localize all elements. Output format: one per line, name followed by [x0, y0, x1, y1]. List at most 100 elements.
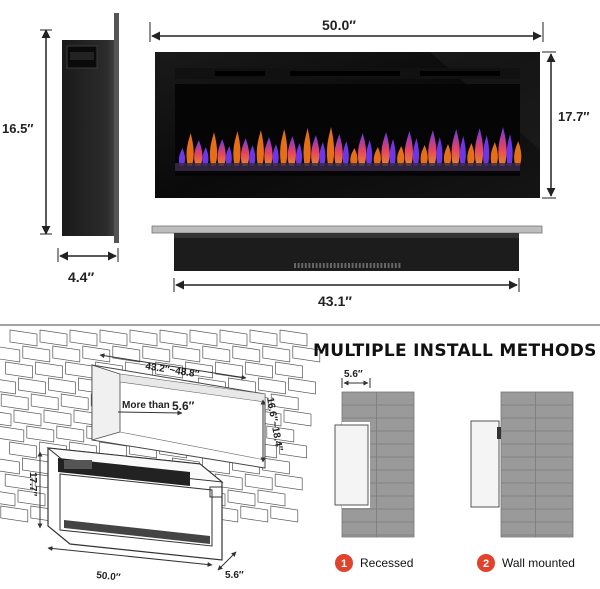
- brick: [82, 345, 111, 363]
- brick: [244, 473, 273, 491]
- brick: [262, 457, 290, 475]
- brick: [22, 345, 51, 363]
- depth-note-leader: [117, 410, 183, 416]
- flame: [381, 132, 390, 166]
- opening-left-wall: [91, 364, 121, 441]
- brick: [0, 346, 21, 363]
- flame: [498, 127, 507, 166]
- vent-slot: [312, 263, 314, 268]
- badge-2-icon: [477, 554, 495, 572]
- brick: [99, 329, 128, 347]
- brick: [52, 345, 81, 363]
- brick: [69, 329, 98, 347]
- brick: [275, 361, 303, 379]
- vent-slot: [304, 263, 307, 268]
- brick: [279, 441, 307, 459]
- vent-slot: [398, 263, 401, 268]
- brick: [39, 329, 68, 347]
- flame: [334, 134, 343, 166]
- vent-slot: [337, 263, 340, 268]
- brick: [5, 361, 33, 379]
- opening-width-dimension-line: [99, 353, 247, 380]
- vent-slot: [344, 263, 347, 268]
- brick: [56, 425, 85, 443]
- vent-slot: [376, 263, 379, 268]
- brick: [227, 489, 256, 507]
- flame: [420, 145, 428, 166]
- vent-slot: [326, 263, 329, 268]
- flame: [514, 141, 522, 166]
- vent-slot: [391, 263, 394, 268]
- flame: [366, 140, 373, 166]
- flame: [217, 139, 226, 166]
- flame: [326, 127, 335, 166]
- side-bracket-slot: [70, 52, 94, 60]
- side-height-label: 16.5″: [2, 121, 34, 136]
- brick: [274, 473, 303, 491]
- brick: [30, 393, 59, 411]
- flame: [272, 144, 279, 166]
- bottom-vents: [294, 263, 401, 268]
- brick: [4, 473, 33, 491]
- vent-slot: [355, 263, 358, 268]
- brick: [43, 409, 72, 427]
- bottom-width-label: 43.1″: [318, 293, 352, 309]
- brick: [65, 361, 93, 379]
- install-methods-panel: MULTIPLE INSTALL METHODS 5.6″ 1 Recessed…: [313, 341, 596, 572]
- unit-height-label: 17.7″: [27, 472, 38, 496]
- flame: [178, 148, 186, 166]
- vent-slot: [294, 263, 296, 268]
- brick: [189, 329, 218, 347]
- brick: [0, 412, 12, 427]
- recessed-unit: [334, 424, 369, 506]
- flame: [428, 130, 437, 166]
- flame: [350, 148, 358, 166]
- unit-width-label: 50.0″: [96, 570, 121, 583]
- vent-slot: [394, 263, 397, 268]
- side-body: [62, 40, 117, 236]
- flame: [483, 135, 490, 166]
- brick: [0, 458, 20, 475]
- brick: [0, 379, 16, 395]
- unit-depth-label: 5.6″: [225, 570, 244, 581]
- flame: [209, 132, 218, 166]
- badge-2-number: 2: [483, 558, 489, 570]
- vent-slot: [373, 263, 376, 268]
- flame: [506, 134, 513, 166]
- top-vent-1: [215, 71, 265, 76]
- unit-width-dimension-line: [47, 545, 213, 568]
- vent-slot: [380, 263, 383, 268]
- brick: [48, 377, 76, 395]
- flame: [467, 143, 475, 166]
- badge-1-number: 1: [341, 558, 347, 570]
- brick: [270, 393, 299, 411]
- flame: [373, 147, 381, 166]
- front-height-label: 17.7″: [558, 109, 590, 124]
- top-vent-2: [290, 71, 400, 76]
- vent-slot: [384, 263, 386, 268]
- mounted-unit: [470, 420, 500, 508]
- flame: [451, 129, 460, 166]
- brick: [9, 441, 37, 459]
- unit-depth-dimension-line: [217, 551, 237, 571]
- side-view: 16.5″ 4.4″: [2, 13, 119, 285]
- crystal-bed: [175, 163, 520, 171]
- vent-slot: [340, 263, 343, 268]
- flame: [264, 137, 273, 166]
- flame: [280, 129, 288, 166]
- flame: [404, 131, 413, 166]
- vent-slot: [348, 263, 350, 268]
- vent-slot: [319, 263, 322, 268]
- recessed-label: Recessed: [360, 556, 413, 570]
- flame: [249, 145, 256, 166]
- vent-slot: [322, 263, 325, 268]
- flame: [202, 147, 209, 166]
- brick: [266, 425, 295, 443]
- vent-slot: [387, 263, 390, 268]
- brick: [245, 361, 273, 379]
- brick: [142, 345, 171, 363]
- brick: [26, 425, 55, 443]
- brick: [270, 505, 299, 523]
- vent-slot: [351, 263, 354, 268]
